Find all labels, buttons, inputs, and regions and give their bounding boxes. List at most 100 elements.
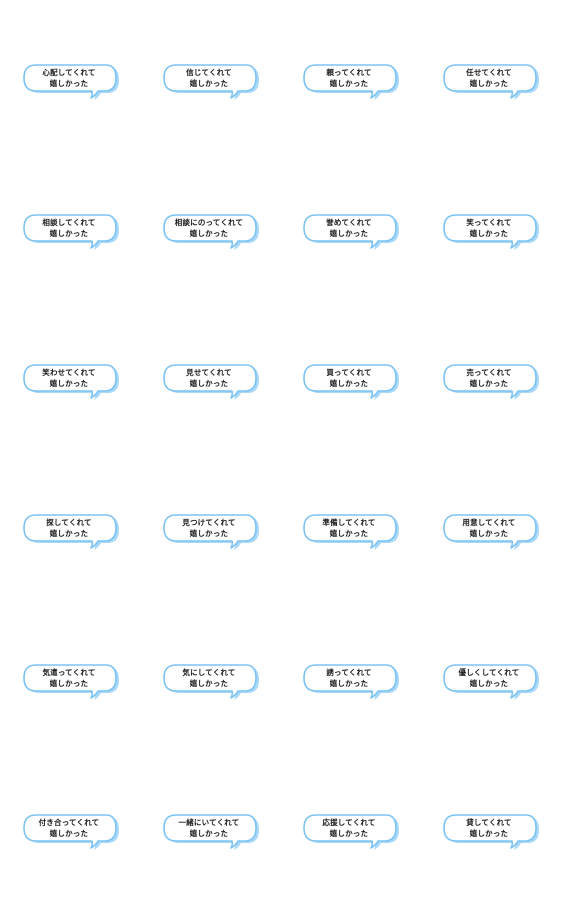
sticker-text: 頼ってくれて嬉しかった	[308, 67, 390, 89]
sticker-line-2: 嬉しかった	[329, 829, 369, 838]
sticker-line-1: 頼ってくれて	[326, 68, 372, 77]
bubble-body	[23, 64, 117, 99]
speech-bubble-icon	[303, 64, 399, 100]
bubble-body	[443, 514, 537, 549]
sticker-text: 心配してくれて嬉しかった	[28, 67, 110, 89]
speech-bubble-sticker[interactable]: 貸してくれて嬉しかった	[442, 812, 542, 852]
sticker-line-1: 付き合ってくれて	[38, 818, 100, 827]
sticker-line-1: 一緒にいてくれて	[178, 818, 240, 827]
bubble-body	[163, 364, 257, 399]
speech-bubble-sticker[interactable]: 気にしてくれて嬉しかった	[162, 662, 262, 702]
speech-bubble-sticker[interactable]: 見せてくれて嬉しかった	[162, 362, 262, 402]
sticker-text: 貸してくれて嬉しかった	[448, 817, 530, 839]
speech-bubble-icon	[303, 664, 399, 700]
speech-bubble-sticker[interactable]: 気遣ってくれて嬉しかった	[22, 662, 122, 702]
sticker-line-1: 相談してくれて	[42, 218, 96, 227]
speech-bubble-sticker[interactable]: 見つけてくれて嬉しかった	[162, 512, 262, 552]
bubble-body	[163, 814, 257, 849]
speech-bubble-icon	[163, 514, 259, 550]
bubble-body	[23, 664, 117, 699]
sticker-line-1: 笑わせてくれて	[42, 368, 96, 377]
bubble-body	[303, 64, 397, 99]
speech-bubble-sticker[interactable]: 探してくれて嬉しかった	[22, 512, 122, 552]
sticker-line-1: 誘ってくれて	[326, 668, 372, 677]
sticker-line-2: 嬉しかった	[329, 679, 369, 688]
speech-bubble-sticker[interactable]: 用意してくれて嬉しかった	[442, 512, 542, 552]
speech-bubble-icon	[23, 64, 119, 100]
sticker-line-1: 用意してくれて	[462, 518, 516, 527]
speech-bubble-icon	[163, 214, 259, 250]
speech-bubble-icon	[303, 364, 399, 400]
sticker-line-1: 相談にのってくれて	[174, 218, 244, 227]
sticker-line-2: 嬉しかった	[49, 79, 89, 88]
speech-bubble-icon	[443, 364, 539, 400]
sticker-text: 相談にのってくれて嬉しかった	[168, 217, 250, 239]
bubble-body	[23, 214, 117, 249]
speech-bubble-icon	[303, 214, 399, 250]
sticker-text: 笑ってくれて嬉しかった	[448, 217, 530, 239]
speech-bubble-sticker[interactable]: 任せてくれて嬉しかった	[442, 62, 542, 102]
sticker-line-2: 嬉しかった	[49, 829, 89, 838]
speech-bubble-icon	[303, 514, 399, 550]
speech-bubble-sticker[interactable]: 売ってくれて嬉しかった	[442, 362, 542, 402]
speech-bubble-sticker[interactable]: 笑わせてくれて嬉しかった	[22, 362, 122, 402]
bubble-body	[303, 814, 397, 849]
sticker-text: 信じてくれて嬉しかった	[168, 67, 250, 89]
sticker-line-1: 貸してくれて	[466, 818, 512, 827]
sticker-line-1: 誉めてくれて	[326, 218, 372, 227]
speech-bubble-sticker[interactable]: 買ってくれて嬉しかった	[302, 362, 402, 402]
sticker-line-2: 嬉しかった	[189, 679, 229, 688]
sticker-text: 応援してくれて嬉しかった	[308, 817, 390, 839]
speech-bubble-sticker[interactable]: 準備してくれて嬉しかった	[302, 512, 402, 552]
sticker-line-1: 売ってくれて	[466, 368, 512, 377]
bubble-body	[163, 664, 257, 699]
bubble-body	[303, 514, 397, 549]
speech-bubble-sticker[interactable]: 優しくしてくれて嬉しかった	[442, 662, 542, 702]
speech-bubble-icon	[23, 364, 119, 400]
bubble-body	[443, 814, 537, 849]
sticker-line-1: 見せてくれて	[186, 368, 232, 377]
sticker-line-2: 嬉しかった	[329, 379, 369, 388]
sticker-text: 一緒にいてくれて嬉しかった	[168, 817, 250, 839]
speech-bubble-icon	[303, 814, 399, 850]
speech-bubble-icon	[163, 664, 259, 700]
bubble-body	[23, 514, 117, 549]
speech-bubble-sticker[interactable]: 誉めてくれて嬉しかった	[302, 212, 402, 252]
sticker-line-1: 準備してくれて	[322, 518, 376, 527]
speech-bubble-icon	[23, 514, 119, 550]
speech-bubble-sticker[interactable]: 心配してくれて嬉しかった	[22, 62, 122, 102]
sticker-line-2: 嬉しかった	[329, 229, 369, 238]
sticker-text: 見つけてくれて嬉しかった	[168, 517, 250, 539]
bubble-body	[443, 64, 537, 99]
sticker-text: 買ってくれて嬉しかった	[308, 367, 390, 389]
bubble-body	[23, 814, 117, 849]
speech-bubble-sticker[interactable]: 応援してくれて嬉しかった	[302, 812, 402, 852]
speech-bubble-sticker[interactable]: 笑ってくれて嬉しかった	[442, 212, 542, 252]
sticker-line-2: 嬉しかった	[189, 379, 229, 388]
speech-bubble-sticker[interactable]: 一緒にいてくれて嬉しかった	[162, 812, 262, 852]
sticker-line-2: 嬉しかった	[469, 229, 509, 238]
sticker-text: 気にしてくれて嬉しかった	[168, 667, 250, 689]
speech-bubble-icon	[443, 514, 539, 550]
sticker-line-2: 嬉しかった	[469, 79, 509, 88]
speech-bubble-icon	[23, 664, 119, 700]
speech-bubble-icon	[23, 214, 119, 250]
speech-bubble-icon	[443, 64, 539, 100]
sticker-line-1: 気にしてくれて	[182, 668, 236, 677]
speech-bubble-sticker[interactable]: 誘ってくれて嬉しかった	[302, 662, 402, 702]
sticker-line-2: 嬉しかった	[49, 679, 89, 688]
speech-bubble-sticker[interactable]: 付き合ってくれて嬉しかった	[22, 812, 122, 852]
sticker-line-2: 嬉しかった	[329, 529, 369, 538]
speech-bubble-sticker[interactable]: 相談してくれて嬉しかった	[22, 212, 122, 252]
speech-bubble-sticker[interactable]: 頼ってくれて嬉しかった	[302, 62, 402, 102]
sticker-text: 用意してくれて嬉しかった	[448, 517, 530, 539]
sticker-line-1: 買ってくれて	[326, 368, 372, 377]
sticker-line-1: 応援してくれて	[322, 818, 376, 827]
sticker-text: 誉めてくれて嬉しかった	[308, 217, 390, 239]
speech-bubble-icon	[163, 364, 259, 400]
bubble-body	[443, 214, 537, 249]
sticker-line-2: 嬉しかった	[469, 529, 509, 538]
speech-bubble-sticker[interactable]: 信じてくれて嬉しかった	[162, 62, 262, 102]
speech-bubble-sticker[interactable]: 相談にのってくれて嬉しかった	[162, 212, 262, 252]
